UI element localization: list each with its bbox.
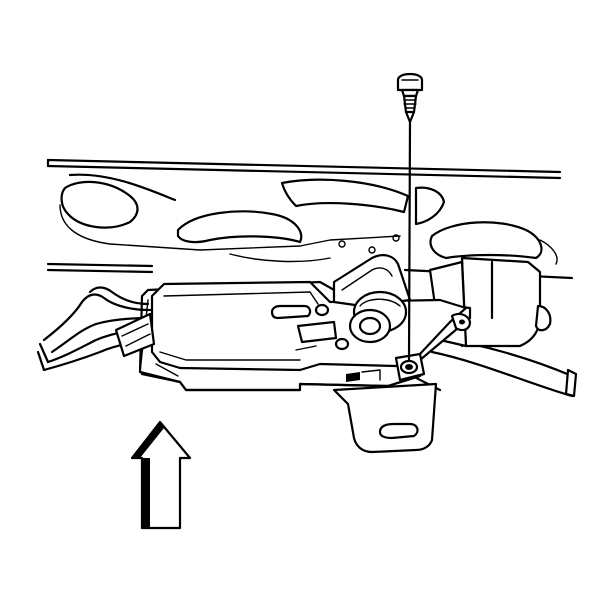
mounting-screw [396, 72, 424, 362]
wiring-harness [36, 286, 156, 372]
arrow-up-icon [130, 420, 192, 530]
support-panel [46, 158, 574, 280]
mounting-bracket [332, 382, 438, 454]
actuator-module [138, 254, 552, 392]
